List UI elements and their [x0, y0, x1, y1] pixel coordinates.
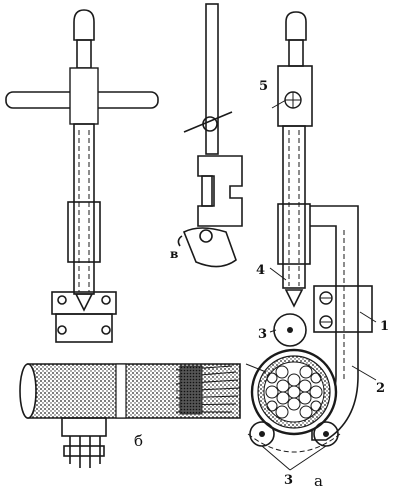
middle-screw-shaft: [205, 3, 219, 155]
left-screw-shaft: [73, 123, 95, 295]
right-screw-cap: [285, 11, 307, 41]
cable-conductors: [265, 365, 323, 419]
right-clamp-block: [313, 285, 373, 333]
left-collar: [67, 201, 101, 263]
middle-cutting-jaw: [182, 227, 237, 268]
label-part-5: 5: [259, 79, 268, 94]
right-upper-roller: [273, 313, 307, 347]
left-t-handle-hub: [69, 67, 99, 125]
right-tool-view: [245, 11, 377, 471]
label-part-3-upper: 3: [258, 327, 267, 342]
label-view-a: а: [314, 472, 323, 490]
left-lower-prongs: [69, 436, 101, 468]
right-cutter-tip: [284, 289, 304, 308]
right-screw-shaft: [282, 125, 306, 289]
middle-crossbar: [183, 111, 233, 133]
label-part-2: 2: [376, 381, 385, 396]
label-view-v: в: [170, 247, 178, 261]
cable-outer-sheath: [27, 363, 241, 419]
middle-tool-view: [177, 3, 243, 268]
left-screw-neck: [76, 39, 92, 69]
label-view-b: б: [134, 432, 143, 450]
left-screw-cap: [73, 9, 95, 41]
left-clamp-jaw: [55, 313, 113, 343]
right-sleeve: [277, 203, 311, 265]
left-tool-view: [5, 9, 241, 468]
label-part-4: 4: [256, 263, 265, 278]
middle-wing-nut: [202, 116, 218, 132]
label-part-1: 1: [380, 319, 389, 334]
left-lower-clamp: [61, 417, 107, 437]
left-cutter-tip: [74, 293, 94, 312]
cable-cut-ring: [115, 363, 127, 419]
label-part-3-lower: 3: [284, 473, 293, 488]
cable-exposed-conductors: [175, 365, 241, 415]
middle-c-frame: [197, 155, 243, 227]
